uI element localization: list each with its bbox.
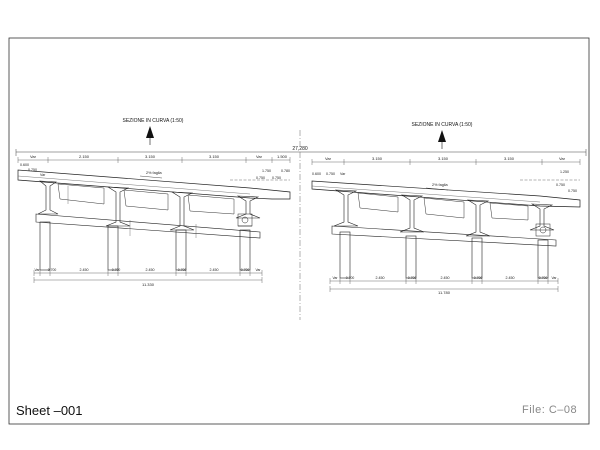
bottom-dim-2: 2.450 [80, 268, 89, 272]
bottom-dim-3: 0.700 [112, 268, 121, 272]
bottom-dim-2: 2.450 [376, 276, 385, 280]
sheet-border [8, 37, 590, 425]
bottom-dim-7: 0.700 [241, 268, 250, 272]
section-left: SEZIONE IN CURVA (1:50) Var 2.150 3.150 … [17, 118, 291, 287]
top-dim-3: 3.150 [209, 154, 220, 159]
slope-label: 2% faglia [146, 171, 163, 175]
pier-cap [35, 213, 261, 239]
bottom-dim-1: 0.700 [48, 268, 57, 272]
bottom-dim-7: 0.700 [539, 276, 548, 280]
right-dim-3: 0.750 [272, 176, 281, 180]
piers [339, 231, 549, 279]
bottom-dim-0: Var [34, 268, 40, 272]
total-dim: 11.780 [438, 290, 451, 295]
right-dim-1: 0.750 [556, 183, 565, 187]
bearing-detail [535, 223, 551, 237]
bottom-dim-8: Var [551, 276, 557, 280]
slope-label: 2% faglia [432, 183, 449, 187]
bottom-dim-6: 2.450 [506, 276, 515, 280]
left-dim-1: 0.750 [28, 168, 37, 172]
piers [39, 221, 251, 271]
bottom-dim-5: 0.700 [474, 276, 483, 280]
left-dim-1: 0.750 [326, 172, 335, 176]
top-dim-4: Var [256, 154, 263, 159]
section-arrow-icon [438, 130, 446, 149]
right-dim-0: 1.750 [262, 169, 271, 173]
top-dim-0: Var [325, 156, 332, 161]
right-dim-1: 0.780 [281, 169, 290, 173]
bottom-dim-4: 2.450 [441, 276, 450, 280]
deck-slab [311, 180, 581, 208]
pier-cap [331, 225, 557, 247]
girders [37, 180, 261, 231]
bottom-dim-3: 0.700 [408, 276, 417, 280]
left-dim-2: Var [340, 172, 346, 176]
top-dim-5: 1.500 [277, 154, 288, 159]
top-dim-3: 3.150 [504, 156, 515, 161]
bottom-dim-0: Var [332, 276, 338, 280]
bearing-detail [237, 213, 253, 227]
right-dim-0: 1.250 [560, 170, 569, 174]
left-dim-2: Var [40, 173, 46, 177]
top-dim-1: 3.150 [372, 156, 383, 161]
left-dim-0: 0.600 [312, 172, 321, 176]
top-dim-0: Var [30, 154, 37, 159]
section-right: SEZIONE IN CURVA (1:50) Var 3.150 3.150 … [311, 122, 581, 295]
bottom-dim-5: 0.700 [178, 268, 187, 272]
right-dim-2: 0.750 [256, 176, 265, 180]
section-title: SEZIONE IN CURVA (1:50) [412, 122, 473, 128]
file-label: File: C–08 [522, 404, 578, 416]
section-title: SEZIONE IN CURVA (1:50) [123, 118, 184, 124]
bottom-dim-8: Var [255, 268, 261, 272]
sheet-label: Sheet –001 [16, 403, 83, 418]
bottom-dim-6: 2.450 [210, 268, 219, 272]
overall-dimension [15, 149, 587, 156]
deck-slab [17, 169, 291, 200]
top-dim-4: Var [559, 156, 566, 161]
bottom-dim-4: 2.450 [146, 268, 155, 272]
right-dim-2: 0.750 [568, 189, 577, 193]
top-dim-2: 3.150 [438, 156, 449, 161]
left-dim-0: 0.600 [20, 163, 29, 167]
top-dim-1: 2.150 [79, 154, 90, 159]
girders [333, 189, 555, 237]
top-dim-2: 3.150 [145, 154, 156, 159]
bottom-dim-1: 0.700 [346, 276, 355, 280]
total-dim: 11.330 [142, 282, 155, 287]
section-arrow-icon [146, 126, 154, 145]
